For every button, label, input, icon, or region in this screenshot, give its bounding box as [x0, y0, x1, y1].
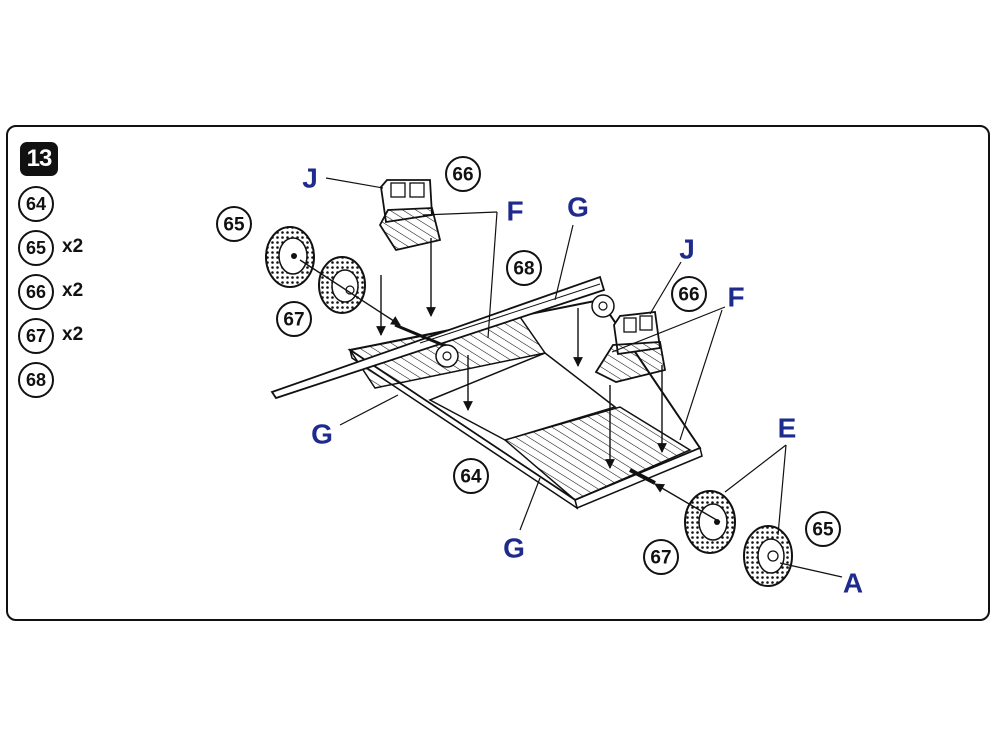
part-number: 68	[18, 362, 54, 398]
callout-65-left: 65	[216, 206, 252, 242]
part-number: 64	[18, 186, 54, 222]
callout-68: 68	[506, 250, 542, 286]
callout-67-right: 67	[643, 539, 679, 575]
drawbar-rails	[270, 275, 606, 400]
rear-axle	[629, 468, 656, 485]
seat-left	[378, 179, 442, 252]
svg-text:67: 67	[650, 548, 671, 569]
part-quantity: x2	[62, 324, 84, 345]
part-quantity: x2	[62, 280, 84, 301]
svg-text:66: 66	[452, 165, 473, 186]
leader-lines	[325, 177, 843, 578]
label-f-left: F	[506, 196, 523, 227]
wheel-67-left	[318, 256, 366, 314]
callout-64: 64	[453, 458, 489, 494]
label-j-left: J	[302, 163, 318, 194]
part-number: 66	[18, 274, 54, 310]
part-number: 65	[18, 230, 54, 266]
svg-text:67: 67	[283, 310, 304, 331]
callout-65-right: 65	[805, 511, 841, 547]
svg-text:68: 68	[513, 259, 534, 280]
label-f-right: F	[727, 282, 744, 313]
wheel-65-right	[743, 525, 793, 587]
svg-text:65: 65	[223, 215, 245, 236]
part-quantity: x2	[62, 236, 84, 257]
callout-66-right: 66	[671, 276, 707, 312]
label-g-bottom: G	[503, 533, 525, 564]
callout-66-left: 66	[445, 156, 481, 192]
wheel-65-left	[265, 226, 315, 288]
wheel-67-right	[684, 490, 736, 554]
step-number-badge: 13	[20, 142, 58, 176]
label-e: E	[778, 413, 797, 444]
label-g-left: G	[311, 419, 333, 450]
svg-text:66: 66	[678, 285, 699, 306]
svg-text:65: 65	[812, 520, 834, 541]
label-g-top: G	[567, 192, 589, 223]
assembly-arrows	[299, 238, 721, 523]
label-a: A	[843, 568, 863, 599]
part-number: 67	[18, 318, 54, 354]
svg-text:64: 64	[460, 467, 482, 488]
label-j-right: J	[679, 234, 695, 265]
callout-67-left: 67	[276, 301, 312, 337]
